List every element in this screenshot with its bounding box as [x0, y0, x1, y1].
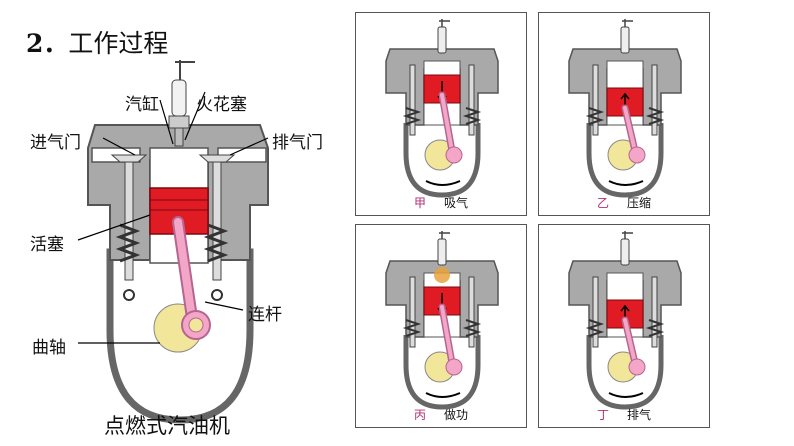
- exhaust-valve: [645, 64, 665, 136]
- piston-arrow-head: [620, 92, 630, 100]
- stroke-id: 甲: [413, 196, 426, 210]
- rotation-arrow: [425, 180, 461, 186]
- stroke-name: 排气: [627, 408, 652, 422]
- label-crankshaft: 曲轴: [32, 338, 66, 358]
- main-caption: 点燃式汽油机: [104, 414, 230, 438]
- rotation-arrow: [608, 180, 644, 186]
- main-engine-diagram: [77, 60, 269, 424]
- label-exhaust-valve: 排气门: [272, 133, 323, 153]
- label-connecting-rod: 连杆: [248, 305, 282, 325]
- exhaust-valve: [462, 64, 482, 136]
- intake-valve: [402, 276, 422, 348]
- spark-burst: [434, 267, 450, 283]
- spark-plug: [620, 238, 630, 266]
- intake-valve-shape: [110, 154, 148, 301]
- exhaust-valve: [462, 276, 482, 348]
- rotation-arrow: [425, 392, 461, 398]
- intake-valve: [585, 64, 605, 136]
- label-piston: 活塞: [30, 235, 64, 255]
- stroke-name: 压缩: [627, 196, 652, 210]
- stroke-id: 乙: [596, 196, 609, 210]
- stroke-name: 做功: [444, 408, 469, 422]
- heading-number: 2: [26, 29, 44, 58]
- spark-plug-shape: [168, 60, 195, 147]
- label-spark-plug: 火花塞: [196, 95, 247, 115]
- spark-plug: [620, 26, 630, 54]
- exhaust-valve: [645, 276, 665, 348]
- label-intake-valve: 进气门: [30, 133, 81, 153]
- stroke-name: 吸气: [444, 196, 469, 210]
- section-heading: 2．工作过程: [26, 29, 169, 58]
- exhaust-valve-shape: [198, 154, 236, 301]
- intake-valve: [585, 276, 605, 348]
- stroke-id: 丙: [413, 408, 426, 422]
- stroke-panel-4: 丁 排气: [538, 224, 710, 428]
- stroke-panel-3: 丙 做功: [355, 224, 527, 428]
- piston-arrow-head: [620, 304, 630, 312]
- intake-valve: [402, 64, 422, 136]
- stroke-panel-2: 乙 压缩: [538, 12, 710, 216]
- spark-plug: [437, 26, 447, 54]
- connecting-rod-shape: [172, 216, 211, 340]
- stroke-id: 丁: [596, 408, 609, 422]
- spark-plug: [437, 238, 447, 266]
- stroke-panel-1: 甲 吸气: [355, 12, 527, 216]
- heading-text: 工作过程: [68, 29, 169, 58]
- label-cylinder: 汽缸: [125, 95, 159, 115]
- rotation-arrow: [608, 392, 644, 398]
